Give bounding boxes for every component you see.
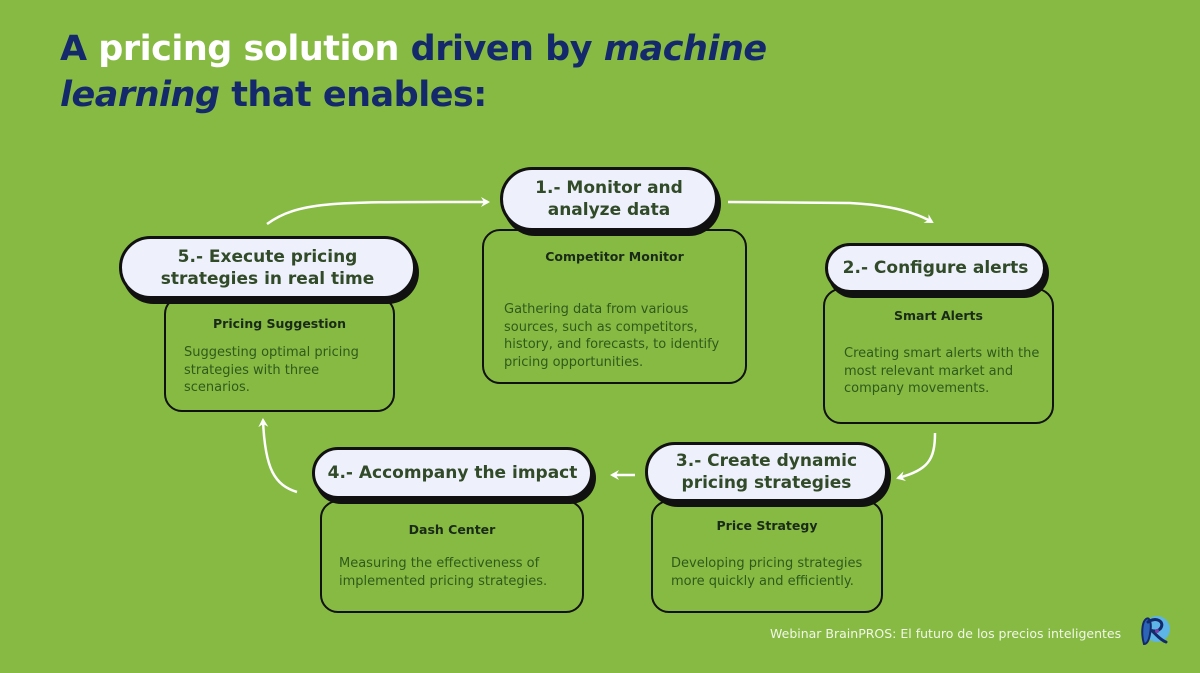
- step-2-heading-line1: 2.- Configure alerts: [842, 258, 1029, 278]
- step-2-product: Smart Alerts: [894, 308, 983, 323]
- arrow-2-to-3: [896, 432, 937, 482]
- title-a: A: [60, 29, 87, 69]
- page-title: A pricing solution driven by machine lea…: [60, 26, 820, 118]
- step-5-product: Pricing Suggestion: [213, 316, 346, 331]
- step-3-heading-line2: pricing strategies: [681, 473, 852, 493]
- step-1-product: Competitor Monitor: [545, 249, 684, 264]
- title-ml: machine learning: [60, 29, 767, 115]
- step-3-card: Price Strategy Developing pricing strate…: [651, 500, 883, 613]
- title-highlight: pricing solution: [98, 29, 399, 69]
- step-2-card: Smart Alerts Creating smart alerts with …: [823, 288, 1054, 424]
- step-5-card: Pricing Suggestion Suggesting optimal pr…: [164, 296, 395, 412]
- step-1-heading-line2: analyze data: [547, 200, 671, 220]
- title-end: that enables:: [231, 75, 487, 115]
- step-4-description: Measuring the effectiveness of implement…: [339, 556, 548, 589]
- step-1-card: Competitor Monitor Gathering data from v…: [482, 229, 747, 384]
- step-3-heading-line1: 3.- Create dynamic: [675, 451, 858, 471]
- step-4-product: Dash Center: [408, 522, 496, 537]
- title-driven: driven by: [410, 29, 593, 69]
- arrow-5-to-1: [266, 196, 490, 226]
- arrow-1-to-2: [727, 200, 934, 224]
- step-4-heading-line1: 4.- Accompany the impact: [327, 463, 578, 483]
- step-5-heading-line2: strategies in real time: [160, 268, 375, 289]
- brainpros-logo-icon: [1141, 616, 1170, 646]
- step-2-heading: 2.- Configure alerts: [825, 243, 1046, 293]
- arrow-4-to-5: [258, 418, 298, 494]
- step-4-card: Dash Center Measuring the effectiveness …: [320, 500, 584, 613]
- step-3-description: Developing pricing strategies more quick…: [671, 556, 863, 589]
- step-1-heading-line1: 1.- Monitor and: [535, 178, 683, 198]
- step-4-heading: 4.- Accompany the impact: [312, 447, 593, 499]
- step-2-description: Creating smart alerts with the most rele…: [844, 346, 1040, 396]
- step-3-product: Price Strategy: [716, 518, 818, 533]
- footer-caption: Webinar BrainPROS: El futuro de los prec…: [770, 626, 1122, 641]
- step-1-description: Gathering data from various sources, suc…: [504, 302, 720, 370]
- step-5-description: Suggesting optimal pricing strategies wi…: [184, 345, 359, 395]
- step-5-heading-line1: 5.- Execute pricing: [177, 246, 358, 267]
